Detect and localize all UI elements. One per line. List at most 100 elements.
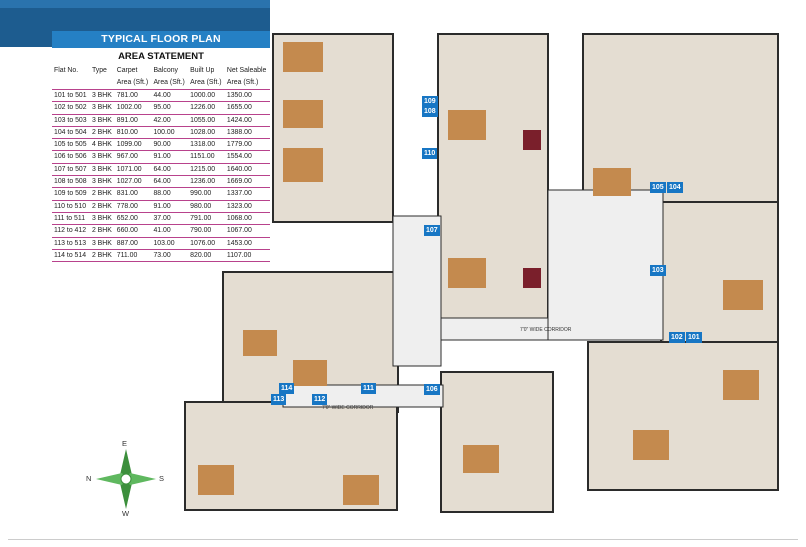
table-cell: 711.00 — [114, 249, 152, 263]
bed — [463, 445, 499, 473]
column-header: Type — [91, 67, 107, 74]
bed — [343, 475, 379, 505]
table-cell: 105 to 505 — [52, 138, 90, 152]
column-subheader: Area (Sft.) — [151, 77, 189, 90]
table-cell: 1002.00 — [114, 101, 152, 115]
bed — [283, 42, 323, 72]
unit-label: 102 — [669, 332, 685, 343]
table-cell: 100.00 — [151, 126, 189, 140]
bed — [723, 370, 759, 400]
table-cell: 107 to 507 — [52, 163, 90, 177]
table-cell: 4 BHK — [89, 138, 115, 152]
table-cell: 110 to 510 — [52, 200, 90, 213]
compass-east: E — [122, 439, 128, 448]
unit-label: 113 — [271, 394, 287, 405]
table-cell: 3 BHK — [89, 114, 115, 127]
table-cell: 887.00 — [114, 237, 152, 250]
table-cell: 114 to 514 — [52, 249, 90, 263]
table-cell: 1388.00 — [224, 126, 270, 140]
unit-label: 105 — [650, 182, 666, 193]
column-subheader: Area (Sft.) — [224, 77, 270, 90]
table-cell: 64.00 — [151, 175, 189, 189]
table-cell: 831.00 — [114, 187, 152, 201]
unit-label: 107 — [424, 225, 440, 236]
table-cell: 791.00 — [188, 212, 225, 226]
table-cell: 3 BHK — [89, 175, 115, 189]
bed — [283, 100, 323, 128]
unit-label: 111 — [361, 383, 376, 394]
column-header: Carpet — [116, 67, 138, 74]
table-cell: 2 BHK — [89, 224, 115, 238]
unit-label: 108 — [422, 106, 438, 117]
table-cell: 1318.00 — [188, 138, 225, 152]
table-cell: 1027.00 — [114, 175, 152, 189]
table-cell: 90.00 — [151, 138, 189, 152]
table-cell: 44.00 — [151, 89, 189, 103]
table-cell: 1226.00 — [188, 101, 225, 115]
table-cell: 88.00 — [151, 187, 189, 201]
bed — [448, 110, 486, 140]
table-cell: 2 BHK — [89, 126, 115, 140]
area-statement-table: Flat No. Type Carpet Balcony Built Up Ne… — [52, 65, 270, 263]
table-header-row: Area (Sft.) Area (Sft.) Area (Sft.) Area… — [52, 77, 270, 90]
unit-label: 114 — [279, 383, 295, 394]
column-subheader — [89, 77, 115, 90]
bed — [633, 430, 669, 460]
bed — [293, 360, 327, 386]
table-cell: 2 BHK — [89, 249, 115, 263]
table-cell: 91.00 — [151, 150, 189, 164]
table-cell: 42.00 — [151, 114, 189, 127]
header-accent — [0, 0, 270, 8]
table-header-row: Flat No. Type Carpet Balcony Built Up Ne… — [52, 65, 270, 77]
table-cell: 967.00 — [114, 150, 152, 164]
table-cell: 73.00 — [151, 249, 189, 263]
table-cell: 111 to 511 — [52, 212, 90, 226]
block-bottom-middle — [440, 371, 554, 513]
table-cell: 1071.00 — [114, 163, 152, 177]
floor-plan-drawing — [184, 33, 779, 513]
room-furniture — [198, 42, 763, 505]
unit-label: 104 — [667, 182, 683, 193]
corridor-label: 7'0" WIDE CORRIDOR — [322, 405, 374, 411]
table-cell: 95.00 — [151, 101, 189, 115]
table-cell: 37.00 — [151, 212, 189, 226]
column-subheader — [52, 77, 90, 90]
table-cell: 1028.00 — [188, 126, 225, 140]
bed — [243, 330, 277, 356]
unit-label: 112 — [312, 394, 328, 405]
bed — [448, 258, 486, 288]
compass-west: W — [122, 509, 130, 518]
column-header: Built Up — [190, 67, 215, 74]
table-cell: 106 to 506 — [52, 150, 90, 164]
block-bottom-right — [587, 341, 779, 491]
unit-label: 110 — [422, 148, 438, 159]
table-cell: 1640.00 — [224, 163, 270, 177]
corridor-right — [547, 189, 664, 341]
table-cell: 108 to 508 — [52, 175, 90, 189]
unit-label: 103 — [650, 265, 666, 276]
table-cell: 1424.00 — [224, 114, 270, 127]
table-cell: 660.00 — [114, 224, 152, 238]
table-cell: 1055.00 — [188, 114, 225, 127]
compass-south: S — [159, 474, 165, 483]
table-cell: 790.00 — [188, 224, 225, 238]
table-cell: 980.00 — [188, 200, 225, 213]
area-statement-heading: AREA STATEMENT — [118, 51, 204, 62]
table-cell: 820.00 — [188, 249, 225, 263]
bed — [198, 465, 234, 495]
column-subheader: Area (Sft.) — [188, 77, 225, 90]
table-cell: 3 BHK — [89, 89, 115, 103]
bed — [723, 280, 763, 310]
table-cell: 2 BHK — [89, 187, 115, 201]
table-cell: 41.00 — [151, 224, 189, 238]
table-cell: 990.00 — [188, 187, 225, 201]
column-header: Balcony — [153, 67, 178, 74]
table-cell: 1350.00 — [224, 89, 270, 103]
